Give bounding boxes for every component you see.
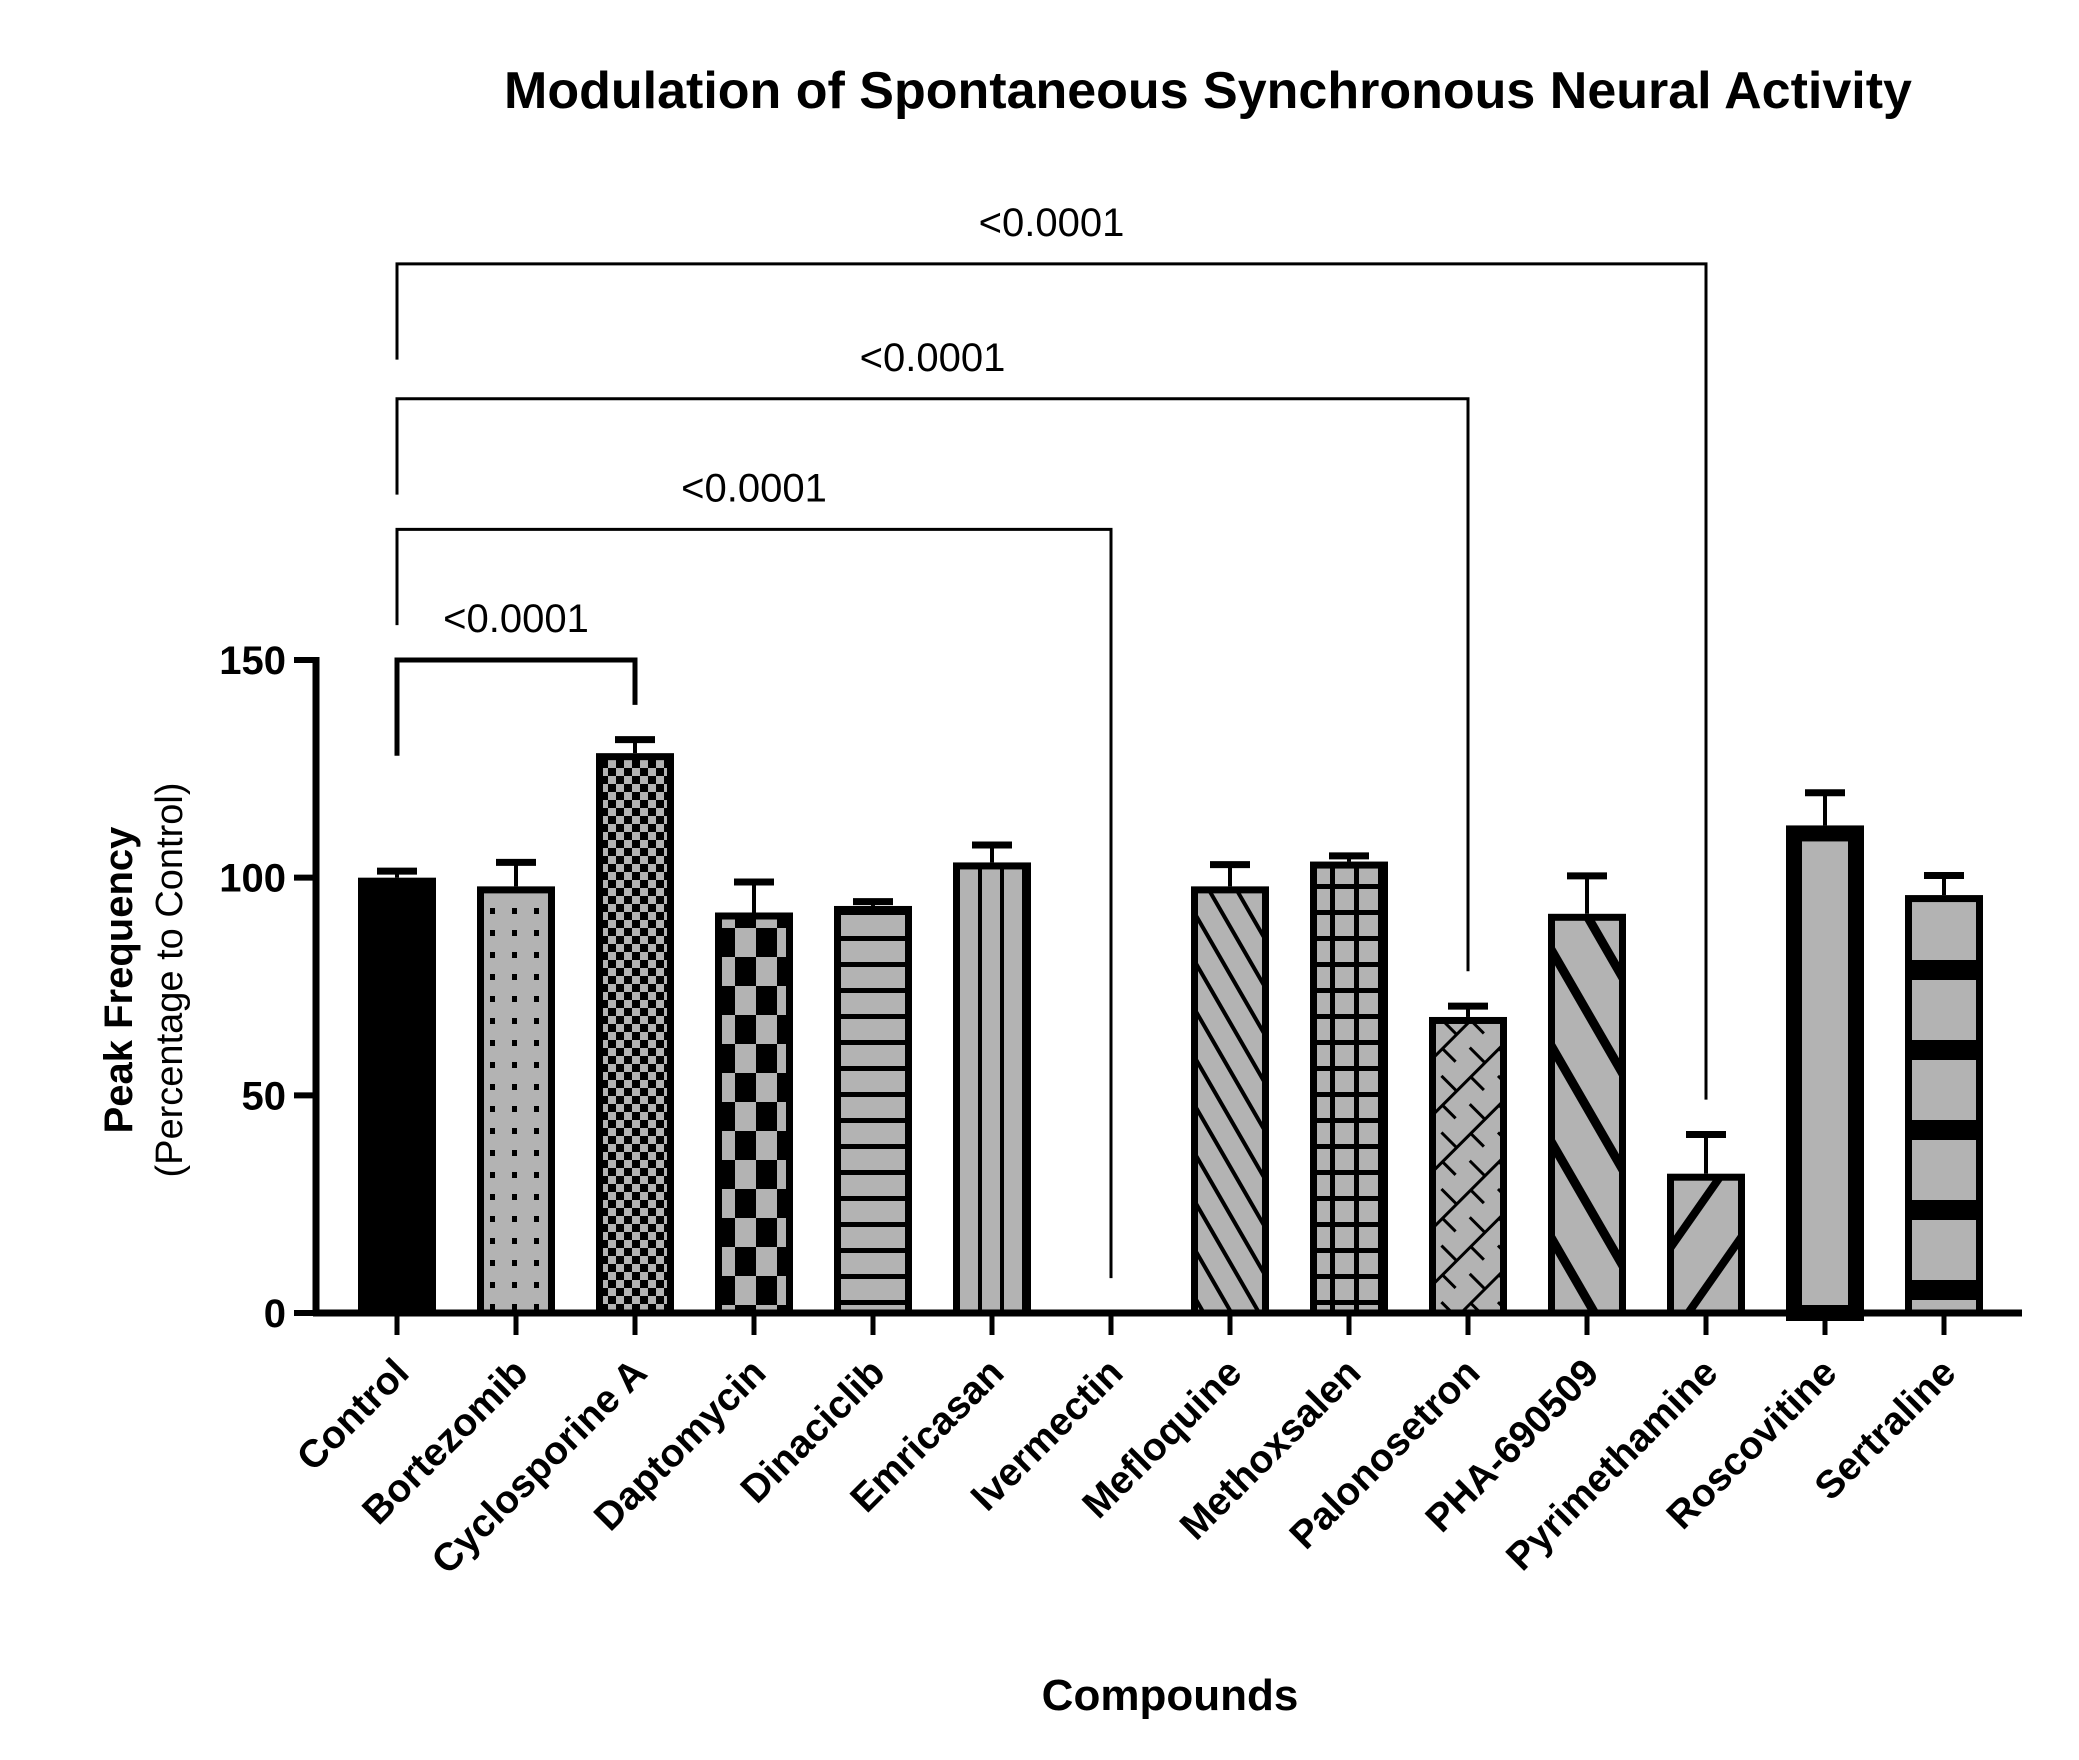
y-tick-label: 150 xyxy=(219,639,286,683)
bar-bortezomib xyxy=(477,886,555,1317)
y-tick-label: 100 xyxy=(219,857,286,901)
bar-mefloquine xyxy=(1191,886,1269,1317)
bar-palonosetron xyxy=(1429,1016,1507,1317)
bar-methoxsalen xyxy=(1310,861,1388,1317)
y-axis-sublabel: (Percentage to Control) xyxy=(149,783,191,1178)
bar-pha-690509 xyxy=(1548,913,1626,1317)
p-value-label: <0.0001 xyxy=(443,597,589,641)
bar-sertraline xyxy=(1905,895,1983,1317)
bar-roscovitine xyxy=(1786,825,1864,1322)
bar-emricasan xyxy=(953,862,1031,1317)
x-tick-label: Pyrimethamine xyxy=(1498,1351,1726,1579)
bar-dinaciclib xyxy=(834,905,912,1317)
bars xyxy=(358,736,1983,1335)
p-value-label: <0.0001 xyxy=(979,201,1125,245)
axes xyxy=(312,657,2022,1317)
significance-brackets: <0.0001 <0.0001 <0.0001 <0.0001 xyxy=(394,201,1708,1279)
x-axis-label: Compounds xyxy=(1042,1671,1299,1720)
y-axis-label: Peak Frequency xyxy=(97,826,141,1134)
significance-bracket xyxy=(394,657,638,756)
p-value-label: <0.0001 xyxy=(860,336,1006,380)
bar-daptomycin xyxy=(715,912,793,1317)
bar-pyrimethamine xyxy=(1667,1173,1745,1317)
bar-cyclosporine-a xyxy=(596,753,674,1317)
y-tick-label: 50 xyxy=(242,1074,287,1118)
p-value-label: <0.0001 xyxy=(681,466,827,510)
significance-bracket xyxy=(395,262,1708,1100)
x-tick-label: Cyclosporine A xyxy=(424,1351,656,1583)
y-axis-ticks: 0 50 100 150 xyxy=(219,639,316,1336)
significance-bracket xyxy=(395,397,1470,972)
significance-bracket xyxy=(395,527,1113,1279)
chart-title: Modulation of Spontaneous Synchronous Ne… xyxy=(504,62,1912,120)
bar-control xyxy=(358,877,436,1317)
y-tick-label: 0 xyxy=(264,1292,286,1336)
